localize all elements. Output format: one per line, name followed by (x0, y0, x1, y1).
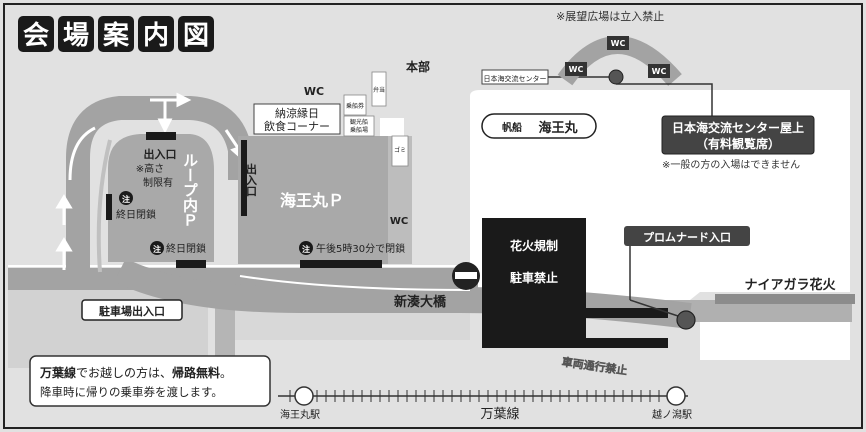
ship-label-box (481, 113, 597, 139)
fireworks-block (482, 218, 586, 348)
closed-1730: 午後5時30分で閉鎖 (316, 242, 405, 255)
railway-line-label: 万葉線 (480, 406, 519, 422)
caution-circle-1 (119, 191, 133, 205)
caution-mark-3: 注 (302, 244, 310, 254)
gate-kaio-left (241, 140, 247, 216)
caution-mark-2: 注 (153, 244, 161, 254)
gate-loop-top (146, 132, 176, 140)
wc-arc-left-label: WC (569, 65, 584, 74)
bridge-label: 新湊大橋 (394, 294, 447, 310)
loop-parking (108, 134, 214, 272)
closed-all-day-1: 終日閉鎖 (116, 208, 156, 221)
map-frame (3, 3, 863, 429)
bridge-ramp-edge (239, 275, 471, 291)
railway-ticks (289, 390, 660, 402)
wc-arc-right-label: WC (652, 67, 667, 76)
info-label-2: 乗船場 (350, 126, 368, 134)
notice-box (29, 355, 271, 407)
promenade-label: プロムナード入口 (643, 230, 731, 244)
promenade-line-2 (629, 299, 685, 319)
title-char-3: 案 (102, 20, 130, 51)
notice-line1-part3: 帰路無料 (172, 365, 220, 380)
center-dot (608, 69, 624, 85)
wc-arc-top-label: WC (611, 39, 626, 48)
shop-label-1: 納涼縁日 (275, 106, 319, 120)
notice-line1-part1: 万葉線 (39, 365, 76, 380)
notice-line1-part4: 。 (220, 366, 232, 380)
caution-mark-1: 注 (122, 194, 130, 204)
loop-road-inner (96, 139, 112, 273)
tent-b (380, 118, 404, 136)
ship-prefix: 帆船 (502, 121, 522, 134)
wc-parking-label: WC (390, 216, 408, 227)
caution-circle-3 (299, 241, 313, 255)
closed-all-day-2: 終日閉鎖 (166, 242, 206, 255)
title-char-1: 会 (23, 21, 49, 51)
title-char-5: 図 (183, 21, 209, 51)
title-char-2: 場 (63, 21, 89, 51)
shop-box (253, 103, 341, 135)
station-west-label: 海王丸駅 (280, 408, 320, 421)
tent-ferry-ticket (343, 94, 367, 116)
niagara-bar (715, 294, 855, 304)
notice-line-1: 万葉線でお越しの方は、帰路無料。 (39, 365, 232, 380)
kaiomaru-parking (238, 136, 388, 264)
station-east-label: 越ノ潟駅 (652, 408, 692, 421)
gate-kaio-bottom (300, 260, 382, 268)
bridge-ramp (114, 258, 692, 329)
callout-line (616, 83, 713, 116)
tent-c (391, 135, 409, 167)
center-callout-1: 日本海交流センター屋上 (672, 120, 804, 135)
fireworks-restriction-1: 花火規制 (510, 238, 558, 253)
tent-b-label: ゴミ (394, 146, 406, 154)
wc-top-label: WC (304, 85, 324, 98)
height-limit-2: 制限有 (143, 176, 173, 189)
notice-line-2: 降車時に帰りの乗車券を渡します。 (40, 385, 223, 399)
observation-note: ※展望広場は立入禁止 (556, 9, 664, 23)
gate-left (106, 194, 112, 220)
no-entry-bar (455, 272, 477, 279)
center-callout-2: （有料観覧席） (696, 136, 780, 151)
station-west-dot (294, 386, 314, 406)
wc-box-top (304, 84, 324, 98)
tent-a-label: 弁当 (373, 86, 385, 94)
wc-arc-right (648, 64, 670, 78)
block-bar-2 (586, 338, 668, 348)
niagara-label: ナイアガラ花火 (744, 277, 836, 293)
ferry-ticket-label: 乗船券 (346, 102, 364, 110)
kaiomaru-parking-label: 海王丸Ｐ (280, 191, 344, 210)
general-entry-note: ※一般の方の入場はできません (662, 158, 800, 171)
wc-arc-left (565, 62, 587, 76)
promenade-box (624, 226, 750, 246)
loop-parking-label: ループ内Ｐ (181, 153, 199, 228)
fireworks-restriction-2: 駐車禁止 (510, 270, 558, 285)
caution-circle-2 (150, 241, 164, 255)
title-char-4: 内 (143, 21, 169, 51)
tent-a (371, 71, 387, 107)
tent-info (343, 115, 375, 137)
promenade-dot (676, 310, 696, 330)
wc-arc-top (607, 36, 629, 50)
info-label-1: 観光船 (350, 118, 368, 126)
block-bar-1 (586, 308, 668, 318)
center-small-label: 日本海交流センター (484, 74, 547, 83)
title-boxes (18, 16, 214, 52)
center-callout-box (661, 115, 815, 155)
notice-line1-part2: でお越しの方は、 (76, 365, 172, 380)
honbu-label: 本部 (406, 59, 430, 74)
ship-name: 海王丸 (538, 120, 578, 136)
height-limit-1: ※高さ (136, 162, 164, 175)
parking-entrance-box (81, 299, 183, 321)
shop-label-2: 飲食コーナー (264, 119, 330, 133)
parking-entrance-label: 駐車場出入口 (99, 304, 165, 318)
station-east-dot (666, 386, 686, 406)
entrance-top-label: 出入口 (144, 147, 177, 161)
entrance-vertical-label: 出入口 (245, 162, 258, 197)
gate-loop-bottom (176, 260, 206, 268)
